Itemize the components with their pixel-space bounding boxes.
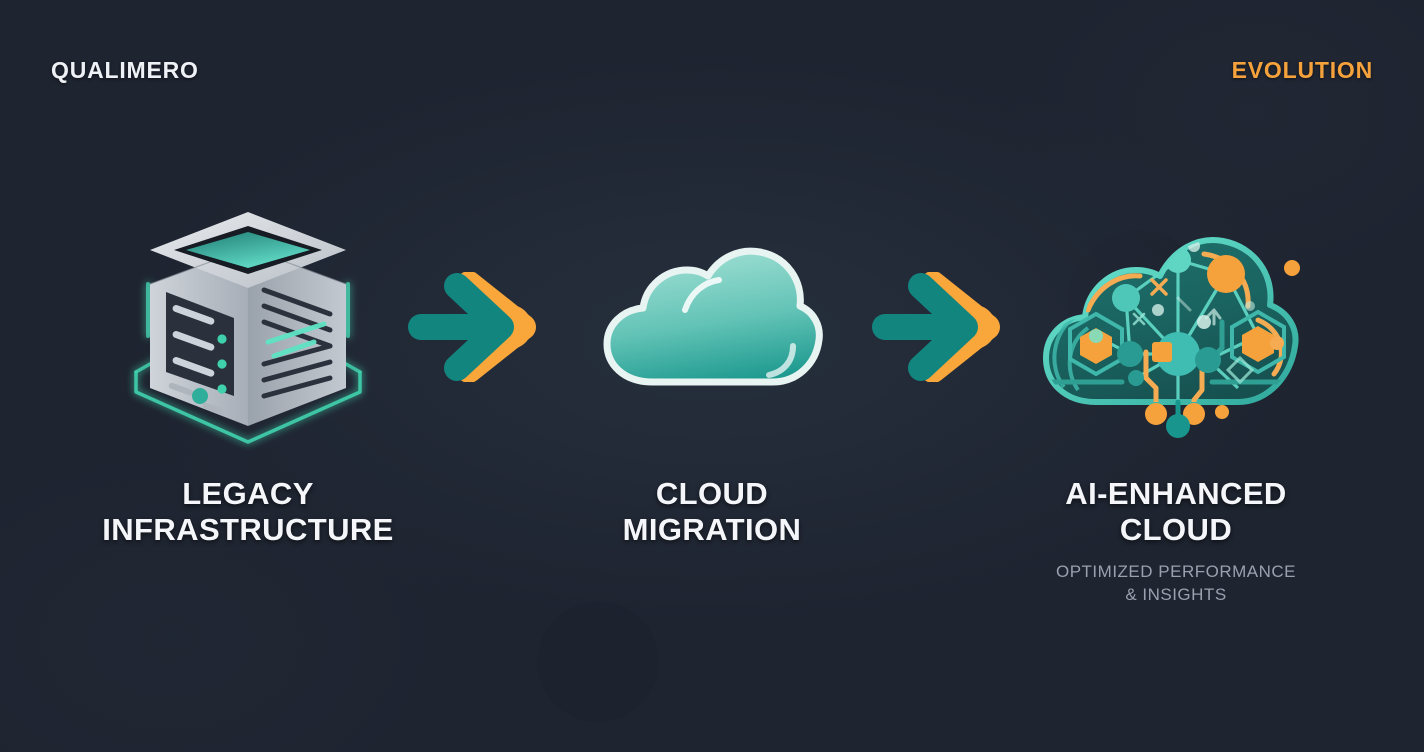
- ai-circuit-traces: [1143, 349, 1205, 403]
- ai-hexagons: [1068, 309, 1286, 377]
- ai-cloud-internals: [1047, 240, 1291, 403]
- eyebrow-label: EVOLUTION: [1231, 56, 1373, 83]
- server-tower-icon: [134, 212, 362, 444]
- arrow-teal: [408, 273, 514, 381]
- cloud-highlight-right: [766, 343, 796, 378]
- server-vents: [261, 287, 333, 399]
- server-bay-slots: [172, 304, 227, 394]
- stage-artwork: [562, 196, 862, 458]
- connector-arrow-1: [398, 196, 562, 458]
- evolution-flow: LEGACY INFRASTRUCTURE: [0, 196, 1424, 606]
- brand-title: QUALIMERO: [51, 56, 199, 83]
- server-chip: [186, 232, 310, 268]
- cloud-icon: [603, 247, 823, 386]
- arrow-teal: [872, 273, 978, 381]
- stage-title: CLOUD MIGRATION: [622, 476, 802, 548]
- stage-artwork: [98, 196, 398, 458]
- cloud-highlight-top: [682, 277, 722, 313]
- ai-external-nodes: [1145, 260, 1300, 438]
- connector-arrow-2: [862, 196, 1026, 458]
- stage-ai-enhanced-cloud: AI-ENHANCED CLOUD OPTIMIZED PERFORMANCE …: [1026, 196, 1326, 606]
- arrow-right-icon: [872, 272, 1000, 382]
- stage-cloud-migration: CLOUD MIGRATION: [562, 196, 862, 560]
- stage-artwork: [1026, 196, 1326, 458]
- ai-glyphs: [1132, 278, 1255, 385]
- stage-legacy-infrastructure: LEGACY INFRASTRUCTURE: [98, 196, 398, 560]
- stage-title: LEGACY INFRASTRUCTURE: [102, 476, 394, 548]
- stage-subtitle: OPTIMIZED PERFORMANCE & INSIGHTS: [1055, 561, 1296, 604]
- arrow-right-icon: [408, 272, 536, 382]
- ai-neural-cloud-icon: [1043, 237, 1300, 438]
- server-front-controls: [168, 382, 224, 415]
- cloud-shape: [603, 247, 823, 386]
- header: QUALIMERO EVOLUTION: [0, 0, 1424, 140]
- stage-title: AI-ENHANCED CLOUD: [1065, 476, 1287, 548]
